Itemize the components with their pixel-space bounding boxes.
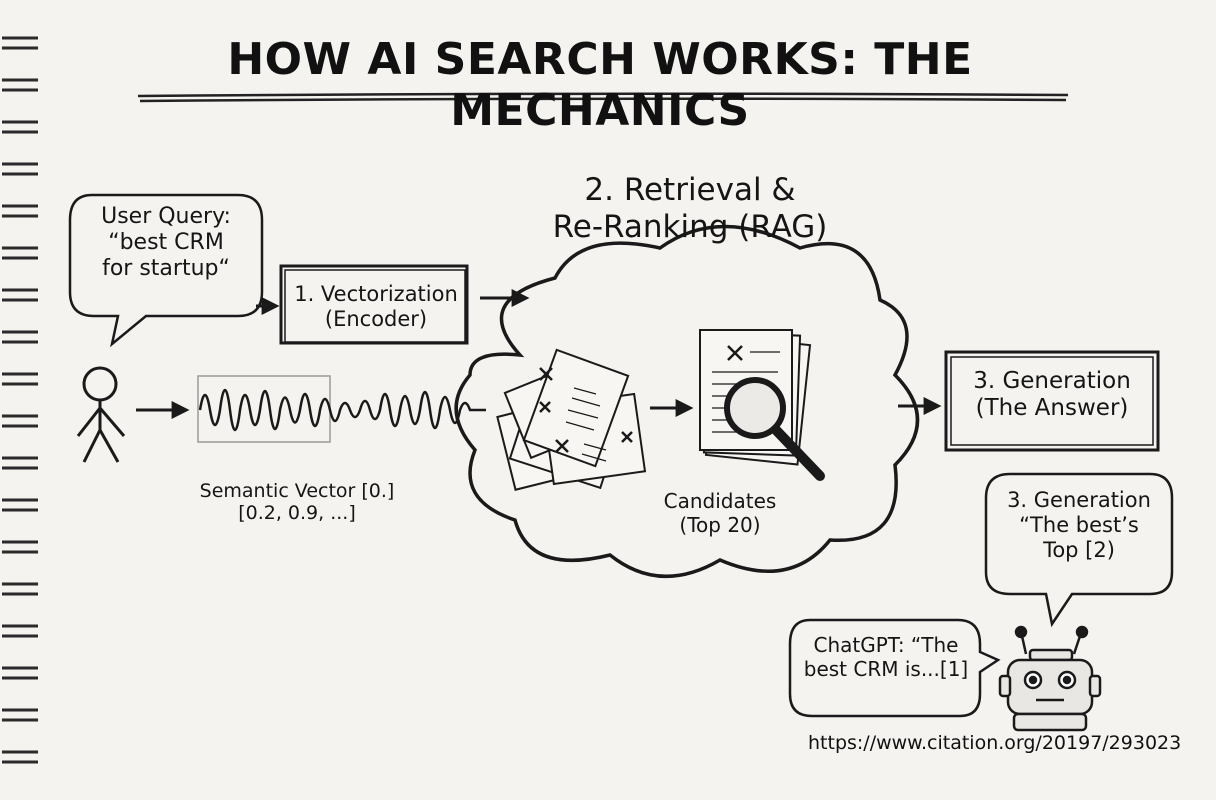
semantic-vector-label: Semantic Vector [0.] [0.2, 0.9, ...]: [199, 480, 395, 525]
user-query-bubble: [68, 193, 264, 348]
stick-figure-user-icon: [76, 366, 126, 463]
generation-bubble: [984, 472, 1174, 628]
vectorization-box: [279, 264, 469, 345]
title-underline: [137, 92, 1069, 103]
generation-label: 3. Generation (The Answer): [973, 368, 1131, 422]
robot-icon: [998, 625, 1102, 732]
page-title: HOW AI SEARCH WORKS: THE MECHANICS: [227, 34, 973, 136]
chatgpt-bubble: [788, 618, 1001, 718]
candidates-label: Candidates (Top 20): [663, 489, 777, 537]
generation-box: [944, 350, 1160, 452]
rag-cloud: [454, 224, 920, 578]
retrieval-reranking-label: 2. Retrieval & Re-Ranking (RAG): [552, 172, 828, 245]
waveform-icon: [197, 375, 486, 443]
spiral-binding-icon: [2, 36, 38, 764]
chatgpt-bubble-text: ChatGPT: “The best CRM is...[1]: [803, 633, 969, 681]
citation-url: https://www.citation.org/20197/293023: [808, 732, 1182, 754]
generation-bubble-text: 3. Generation “The best’s Top [2): [1007, 488, 1151, 562]
magnifier-icon: [724, 377, 825, 481]
vectorization-label: 1. Vectorization (Encoder): [294, 282, 458, 331]
candidate-document-pile-icon: [496, 348, 647, 491]
user-query-text: User Query: “best CRM for startup“: [101, 204, 231, 281]
